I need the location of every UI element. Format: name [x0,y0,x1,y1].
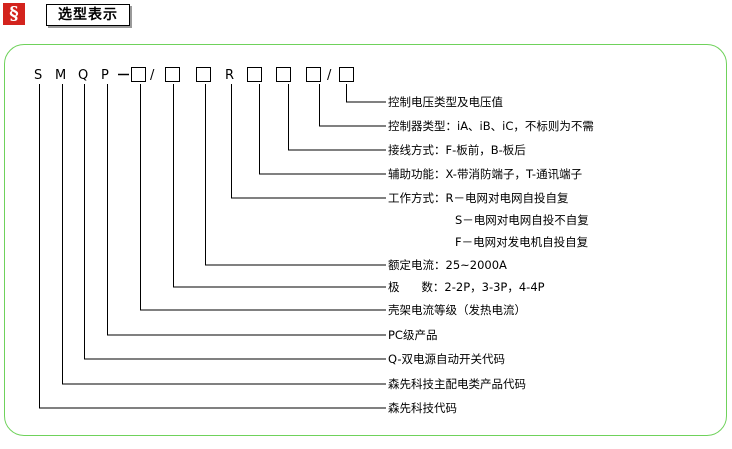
desc-company-code: 森先科技代码 [388,401,457,415]
code-box-5 [276,67,291,82]
code-slash-2: / [327,68,332,83]
leader-7 [173,84,386,288]
code-box-3 [196,67,211,82]
leader-4 [259,84,386,175]
code-box-2 [165,67,180,82]
leader-12 [39,84,386,409]
leader-11 [62,84,386,385]
code-letter-m: M [55,68,66,83]
desc-pc-class: PC级产品 [388,328,437,342]
section-icon: § [3,3,25,25]
code-letter-s: S [34,68,42,83]
code-slash-1: / [150,68,155,83]
leader-10 [84,84,386,360]
desc-poles: 极 数：2-2P，3-3P，4-4P [388,280,545,294]
code-letter-q: Q [78,68,88,83]
desc-q-code: Q-双电源自动开关代码 [388,352,505,366]
desc-controller-type: 控制器类型：iA、iB、iC，不标则为不需 [388,119,594,133]
code-letter-r: R [225,68,234,83]
desc-frame-current: 壳架电流等级（发热电流） [388,303,526,317]
leader-3 [288,84,386,151]
desc-working-mode: 工作方式：R－电网对电网自投自复 [388,191,569,205]
desc-working-mode-s: S－电网对电网自投不自复 [455,213,589,227]
selection-panel [4,44,727,436]
desc-aux-function: 辅助功能：X-带消防端子，T-通讯端子 [388,167,582,181]
desc-product-code: 森先科技主配电类产品代码 [388,377,526,391]
leader-8 [140,84,386,311]
leader-2 [319,84,386,127]
desc-rated-current: 额定电流：25~2000A [388,258,507,272]
desc-working-mode-f: F－电网对发电机自投自复 [455,235,589,249]
code-box-6 [306,67,321,82]
leader-5 [231,84,386,199]
desc-control-voltage: 控制电压类型及电压值 [388,95,503,109]
leader-9 [107,84,386,336]
leader-1 [346,84,386,103]
code-box-7 [339,67,354,82]
code-letter-p: P [101,68,109,83]
section-title: 选型表示 [46,4,130,26]
desc-wiring: 接线方式：F-板前，B-板后 [388,143,526,157]
code-box-1 [131,67,146,82]
leader-6 [205,84,386,266]
code-box-4 [247,67,262,82]
